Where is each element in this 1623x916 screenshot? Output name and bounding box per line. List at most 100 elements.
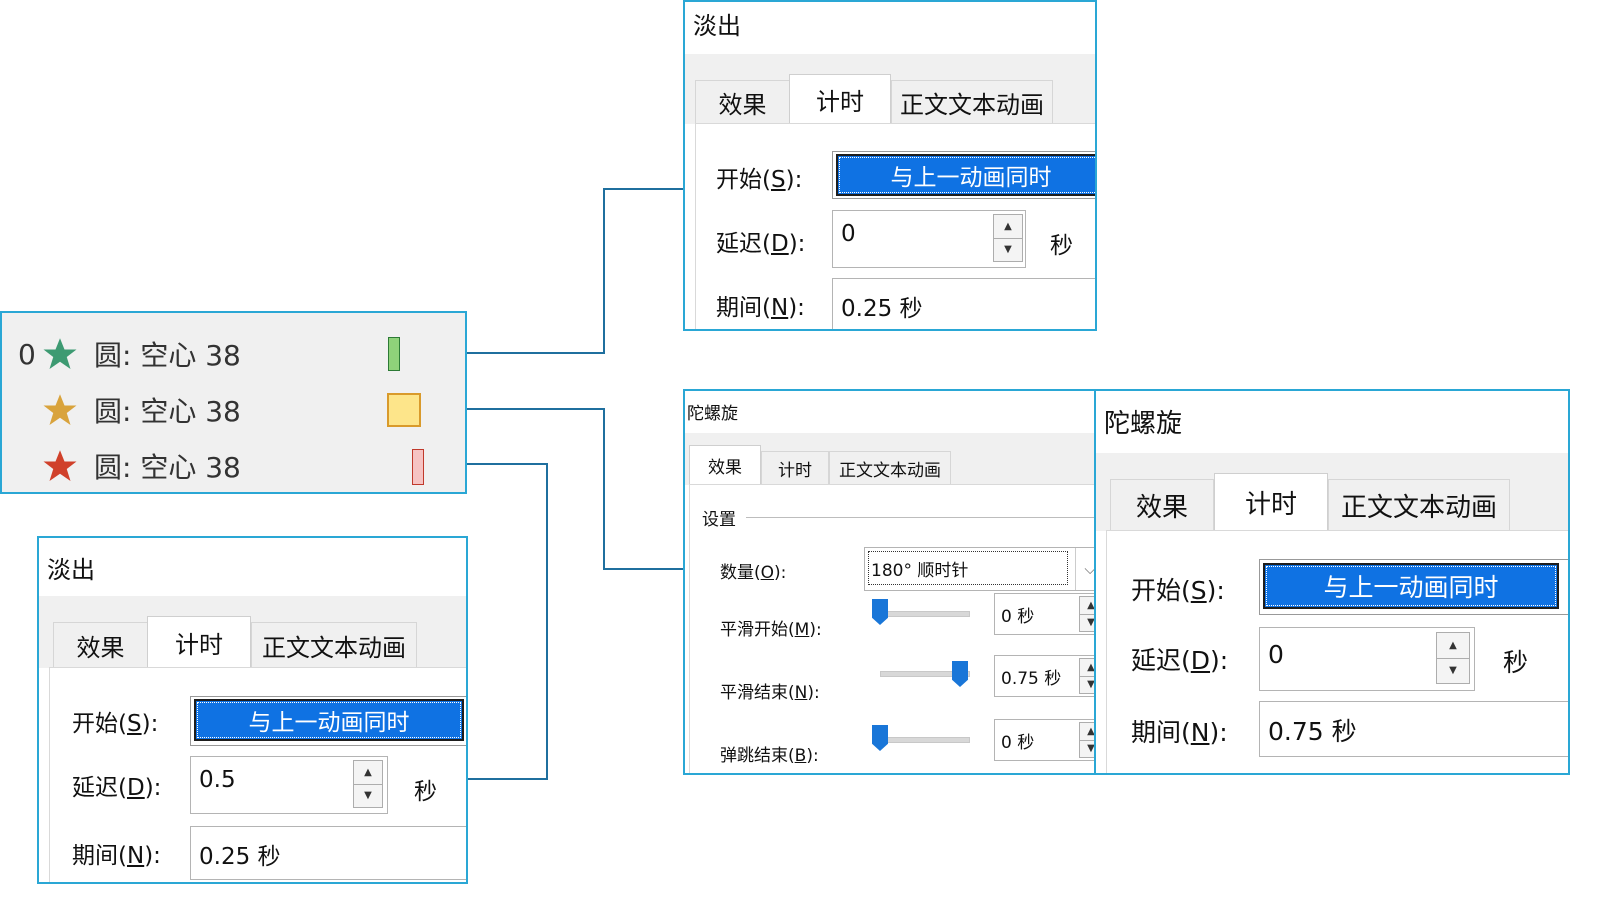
- smooth-start-value: 0 秒: [1001, 607, 1035, 627]
- amount-label: 数量(O):: [720, 563, 787, 583]
- smooth-start-slider-thumb[interactable]: [872, 599, 888, 625]
- smooth-start-label: 平滑开始(M):: [720, 620, 822, 640]
- bounce-end-label: 弹跳结束(B):: [720, 746, 819, 766]
- start-label: 开始(S):: [72, 711, 159, 737]
- tab-strip: 效果 计时 正文文本动画: [685, 433, 1095, 485]
- up-arrow-icon[interactable]: ▲: [1087, 599, 1095, 611]
- start-value[interactable]: 与上一动画同时: [1263, 563, 1559, 609]
- tab-text-animation[interactable]: 正文文本动画: [829, 451, 951, 485]
- effect-content: 设置 数量(O): 180° 顺时针 ⌵ 平滑开始(M): 0 秒 ▲▼ 平滑结…: [689, 484, 1095, 773]
- smooth-end-stepper[interactable]: ▲▼: [1079, 658, 1095, 694]
- bounce-end-slider-thumb[interactable]: [872, 725, 888, 751]
- dialog-title: 淡出: [693, 12, 741, 40]
- start-label: 开始(S):: [716, 167, 803, 193]
- green-bar-icon: [388, 337, 400, 371]
- smooth-start-slider[interactable]: [880, 611, 970, 617]
- down-arrow-icon[interactable]: ▼: [1080, 675, 1095, 694]
- duration-input[interactable]: 0.75 秒: [1259, 701, 1568, 757]
- down-arrow-icon[interactable]: ▼: [1080, 613, 1095, 632]
- animation-label: 圆: 空心 38: [94, 395, 241, 428]
- smooth-end-slider[interactable]: [880, 671, 970, 677]
- delay-unit: 秒: [414, 779, 437, 805]
- delay-unit: 秒: [1503, 648, 1529, 677]
- delay-label: 延迟(D):: [1131, 646, 1229, 675]
- list-item[interactable]: 圆: 空心 38: [2, 382, 465, 438]
- amount-value: 180° 顺时针: [871, 561, 969, 581]
- delay-stepper[interactable]: ▲▼: [993, 214, 1023, 262]
- animation-index: 0: [18, 337, 36, 371]
- down-arrow-icon[interactable]: ▼: [354, 783, 382, 808]
- duration-input[interactable]: 0.25 秒: [190, 826, 466, 880]
- delay-input[interactable]: 0 ▲▼: [832, 210, 1026, 268]
- duration-label: 期间(N):: [716, 295, 805, 321]
- tab-effect[interactable]: 效果: [689, 445, 761, 485]
- smooth-end-input[interactable]: 0.75 秒 ▲▼: [994, 655, 1095, 697]
- duration-value: 0.75 秒: [1268, 717, 1357, 746]
- tab-effect[interactable]: 效果: [695, 80, 790, 124]
- timing-content: 开始(S): 与上一动画同时 延迟(D): 0 ▲▼ 秒 期间(N): 0.25…: [695, 123, 1095, 329]
- fade-timing-dialog-bottom: 淡出 效果 计时 正文文本动画 开始(S): 与上一动画同时 延迟(D): 0.…: [37, 536, 468, 884]
- tab-text-animation[interactable]: 正文文本动画: [1328, 479, 1510, 531]
- duration-input[interactable]: 0.25 秒: [832, 278, 1095, 329]
- tab-timing[interactable]: 计时: [1214, 473, 1328, 531]
- spin-timing-dialog: 陀螺旋 效果 计时 正文文本动画 开始(S): 与上一动画同时 延迟(D): 0…: [1094, 389, 1570, 775]
- dialog-title: 陀螺旋: [687, 404, 738, 424]
- animation-label: 圆: 空心 38: [94, 451, 241, 484]
- amount-value-field: 180° 顺时针: [868, 551, 1068, 585]
- smooth-start-stepper[interactable]: ▲▼: [1079, 596, 1095, 632]
- up-arrow-icon[interactable]: ▲: [364, 766, 372, 778]
- down-arrow-icon[interactable]: ▼: [1437, 657, 1469, 684]
- timing-content: 开始(S): 与上一动画同时 延迟(D): 0 ▲▼ 秒 期间(N): 0.75…: [1106, 530, 1568, 773]
- tab-effect[interactable]: 效果: [53, 622, 148, 668]
- delay-input[interactable]: 0.5 ▲▼: [190, 756, 388, 814]
- amount-dropdown[interactable]: 180° 顺时针 ⌵: [864, 547, 1095, 591]
- fade-timing-dialog-top: 淡出 效果 计时 正文文本动画 开始(S): 与上一动画同时 延迟(D): 0 …: [683, 0, 1097, 331]
- delay-value: 0: [841, 221, 856, 247]
- bounce-end-slider[interactable]: [880, 737, 970, 743]
- down-arrow-icon[interactable]: ▼: [994, 237, 1022, 262]
- tab-strip: 效果 计时 正文文本动画: [685, 54, 1095, 124]
- delay-input[interactable]: 0 ▲▼: [1259, 627, 1475, 691]
- delay-value: 0: [1268, 640, 1284, 669]
- tab-strip: 效果 计时 正文文本动画: [39, 596, 466, 668]
- timing-content: 开始(S): 与上一动画同时 延迟(D): 0.5 ▲▼ 秒 期间(N): 0.…: [49, 667, 466, 882]
- bounce-end-stepper[interactable]: ▲▼: [1079, 722, 1095, 758]
- tab-text-animation[interactable]: 正文文本动画: [891, 80, 1053, 124]
- duration-label: 期间(N):: [1131, 718, 1228, 747]
- dialog-title: 陀螺旋: [1104, 409, 1183, 439]
- tab-effect[interactable]: 效果: [1110, 479, 1214, 531]
- delay-value: 0.5: [199, 767, 236, 793]
- settings-divider: [746, 517, 1095, 518]
- tab-text-animation[interactable]: 正文文本动画: [251, 622, 417, 668]
- bounce-end-value: 0 秒: [1001, 733, 1035, 753]
- delay-label: 延迟(D):: [72, 775, 162, 801]
- up-arrow-icon[interactable]: ▲: [1087, 725, 1095, 737]
- up-arrow-icon[interactable]: ▲: [1004, 220, 1012, 232]
- tab-timing[interactable]: 计时: [789, 74, 891, 124]
- duration-value: 0.25 秒: [199, 844, 281, 870]
- green-star-icon: [43, 338, 77, 369]
- delay-stepper[interactable]: ▲▼: [353, 760, 383, 808]
- tab-timing[interactable]: 计时: [761, 451, 829, 485]
- chevron-down-icon[interactable]: ⌵: [1075, 548, 1095, 590]
- down-arrow-icon[interactable]: ▼: [1080, 739, 1095, 758]
- delay-stepper[interactable]: ▲▼: [1436, 632, 1470, 684]
- bounce-end-input[interactable]: 0 秒 ▲▼: [994, 719, 1095, 761]
- tab-timing[interactable]: 计时: [147, 616, 251, 668]
- up-arrow-icon[interactable]: ▲: [1087, 661, 1095, 673]
- smooth-start-input[interactable]: 0 秒 ▲▼: [994, 593, 1095, 635]
- dialog-title: 淡出: [47, 556, 95, 584]
- list-item[interactable]: 圆: 空心 38: [2, 438, 465, 492]
- start-label: 开始(S):: [1131, 576, 1225, 605]
- start-value[interactable]: 与上一动画同时: [836, 154, 1095, 196]
- yellow-square-icon: [387, 393, 421, 427]
- red-bar-icon: [412, 449, 424, 485]
- yellow-star-icon: [43, 394, 77, 425]
- up-arrow-icon[interactable]: ▲: [1449, 639, 1457, 651]
- tab-strip: 效果 计时 正文文本动画: [1096, 453, 1568, 531]
- red-star-icon: [43, 450, 77, 481]
- start-value[interactable]: 与上一动画同时: [194, 699, 464, 741]
- list-item[interactable]: 0 圆: 空心 38: [2, 326, 465, 382]
- delay-unit: 秒: [1050, 233, 1073, 259]
- smooth-end-slider-thumb[interactable]: [952, 661, 968, 687]
